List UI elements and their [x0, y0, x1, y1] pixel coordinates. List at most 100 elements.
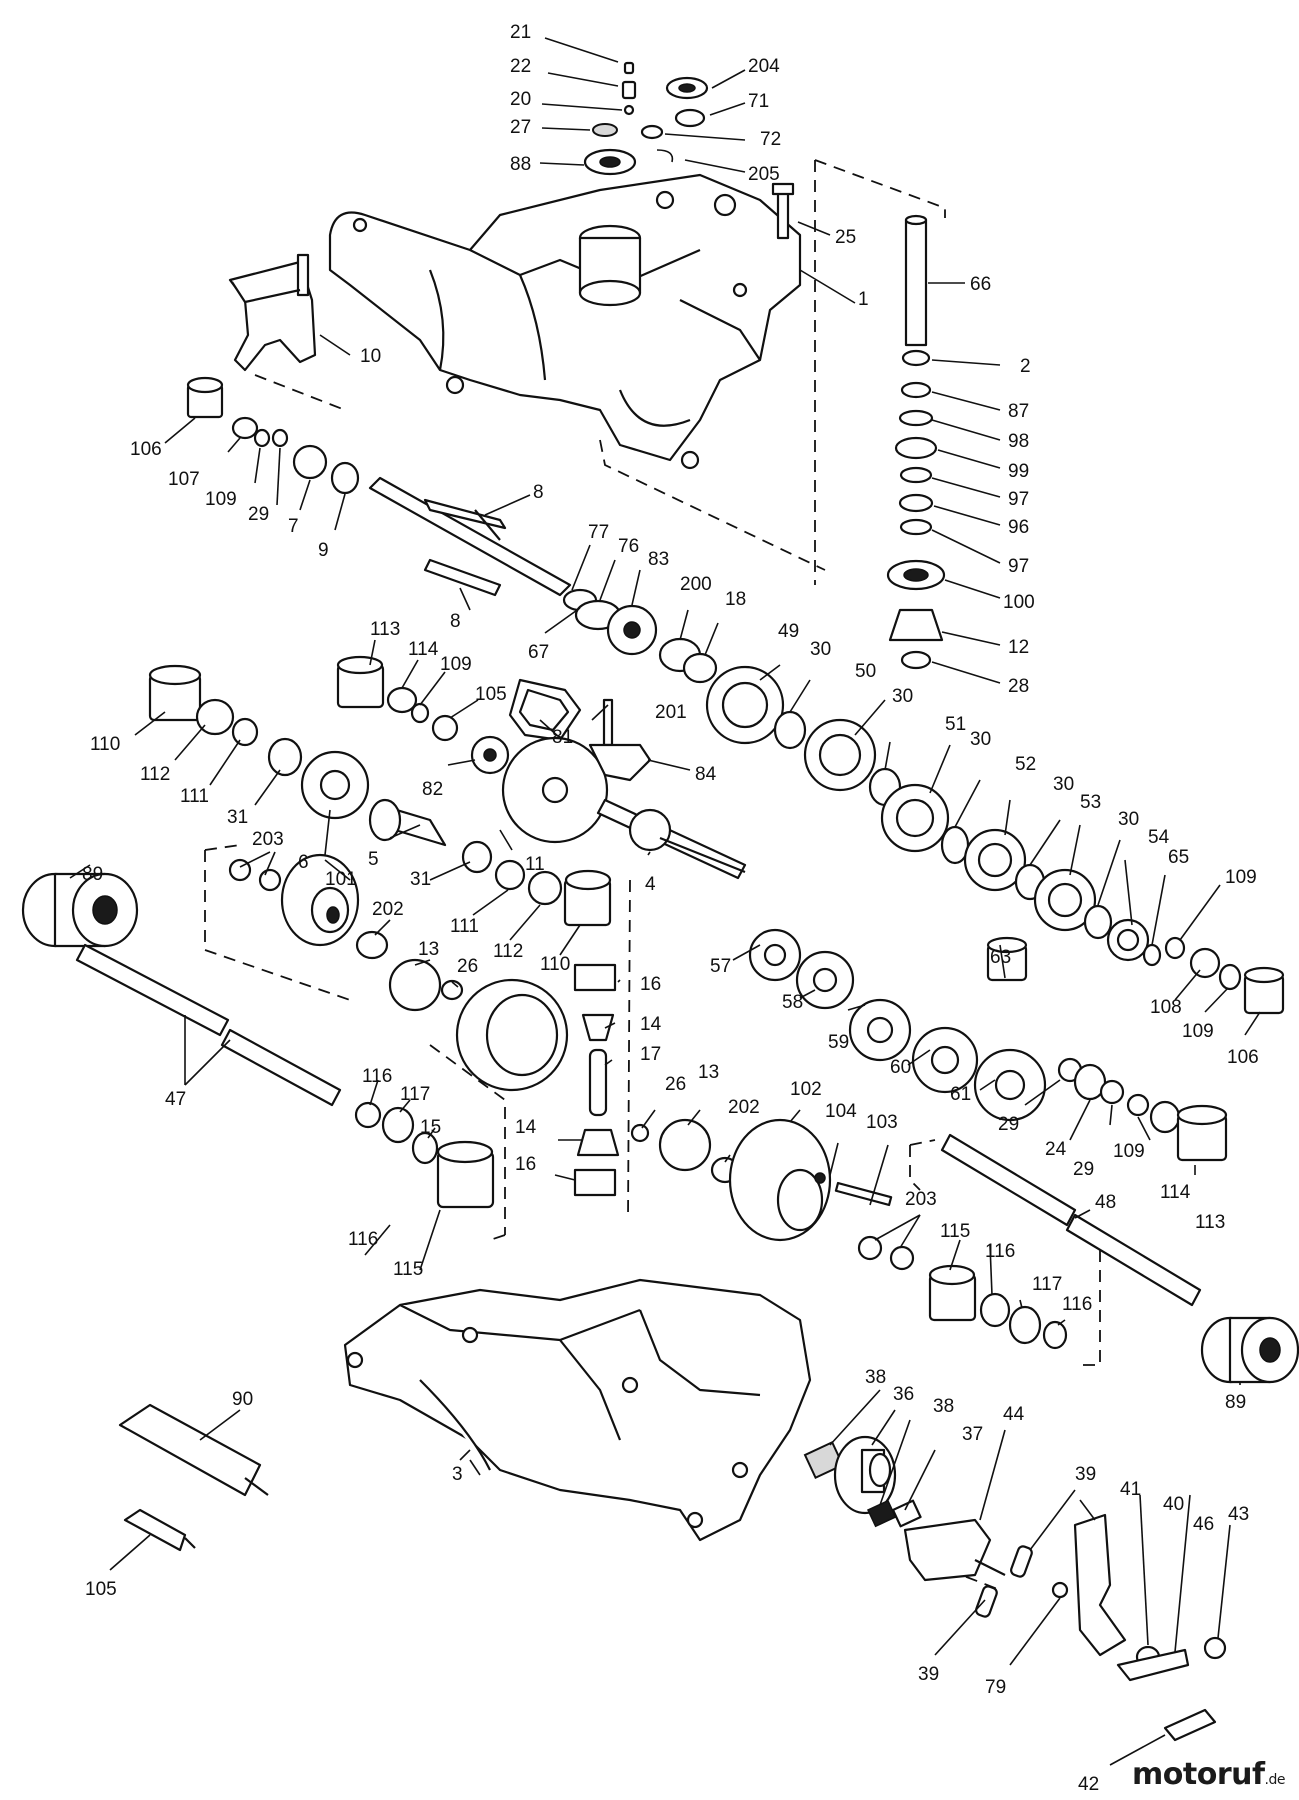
watermark-brand: motoruf	[1132, 1757, 1265, 1792]
upper-shift-shaft	[368, 476, 622, 631]
part-label: 49	[778, 621, 799, 642]
part-label: 113	[370, 619, 400, 640]
part-label: 21	[510, 22, 531, 43]
part-label: 15	[420, 1117, 441, 1138]
part-label: 200	[680, 574, 712, 595]
part-label: 16	[515, 1154, 536, 1175]
part-label: 117	[1032, 1274, 1062, 1295]
part-label: 22	[510, 56, 531, 77]
lower-housing-part-3	[343, 1278, 812, 1542]
right-bearings-lower	[1057, 1057, 1228, 1162]
part-label: 38	[933, 1396, 954, 1417]
right-axle-part-48	[928, 1133, 1299, 1384]
part-label: 50	[855, 661, 876, 682]
part-label: 52	[1015, 754, 1036, 775]
part-label: 58	[782, 992, 803, 1013]
vertical-shaft-stack	[886, 214, 946, 670]
part-label: 79	[985, 1677, 1006, 1698]
part-label: 201	[655, 702, 687, 723]
part-label: 114	[408, 639, 439, 660]
part-label: 11	[525, 854, 545, 875]
part-label: 203	[905, 1189, 937, 1210]
part-label: 30	[970, 729, 991, 750]
part-label: 29	[1073, 1159, 1094, 1180]
part-label: 61	[950, 1084, 971, 1105]
part-label: 6	[298, 852, 309, 873]
part-label: 82	[422, 779, 443, 800]
part-label: 89	[82, 864, 103, 885]
part-label: 84	[695, 764, 717, 785]
part-label: 104	[825, 1101, 857, 1122]
part-label: 109	[1182, 1021, 1214, 1042]
part-label: 116	[362, 1066, 392, 1087]
part-label: 203	[252, 829, 284, 850]
part-label: 89	[1225, 1392, 1246, 1413]
part-label: 116	[1062, 1294, 1092, 1315]
part-label: 113	[1195, 1212, 1225, 1233]
gear-cluster-49-54	[705, 665, 1162, 967]
part-label: 2	[1020, 356, 1031, 377]
part-label: 60	[890, 1057, 911, 1078]
part-label: 105	[475, 684, 507, 705]
part-label: 10	[360, 346, 381, 367]
middle-left-bearings	[148, 655, 459, 777]
part-label: 14	[515, 1117, 537, 1138]
part-label: 39	[918, 1664, 939, 1685]
part-label: 87	[1008, 401, 1029, 422]
part-label: 37	[962, 1424, 983, 1445]
part-label: 29	[998, 1114, 1019, 1135]
part-label: 30	[1118, 809, 1139, 830]
part-label: 7	[288, 516, 299, 537]
watermark-suffix: .de	[1264, 1772, 1286, 1788]
part-label: 31	[410, 869, 431, 890]
part-label: 51	[945, 714, 966, 735]
part-label: 99	[1008, 461, 1029, 482]
part-label: 202	[372, 899, 404, 920]
part-label: 31	[227, 807, 248, 828]
part-label: 112	[493, 941, 523, 962]
hub-101	[228, 853, 389, 960]
sealant-tube-part-90	[118, 1403, 269, 1552]
part-label: 65	[1168, 847, 1189, 868]
top-small-parts	[583, 61, 795, 240]
gear-6-and-5	[300, 750, 447, 847]
part-label: 48	[1095, 1192, 1116, 1213]
differential-right	[630, 1118, 915, 1271]
part-label: 8	[533, 482, 544, 503]
part-label: 39	[1075, 1464, 1096, 1485]
right-bearings-upper	[986, 936, 1285, 1015]
left-axle-part-47	[21, 872, 342, 1107]
chain-and-sprocket	[470, 678, 652, 844]
part-label: 44	[1003, 1404, 1025, 1425]
part-label: 115	[393, 1259, 423, 1280]
part-label: 3	[452, 1464, 463, 1485]
part-label: 111	[450, 916, 479, 937]
part-label: 29	[248, 504, 269, 525]
part-label: 9	[318, 540, 329, 561]
part-label: 66	[970, 274, 991, 295]
part-label: 8	[450, 611, 461, 632]
part-label: 63	[990, 947, 1011, 968]
leader-lines	[69, 37, 1261, 1766]
center-pinion-stack	[573, 963, 620, 1197]
part-label: 107	[168, 469, 200, 490]
part-label: 13	[418, 939, 439, 960]
part-label: 59	[828, 1032, 849, 1053]
gear-83-group	[606, 604, 718, 684]
part-label: 115	[940, 1221, 970, 1242]
part-label: 24	[1045, 1139, 1067, 1160]
part-label: 28	[1008, 676, 1029, 697]
part-label: 43	[1228, 1504, 1249, 1525]
part-label: 114	[1160, 1182, 1191, 1203]
part-label: 88	[510, 154, 531, 175]
part-label: 5	[368, 849, 379, 870]
part-label: 72	[760, 129, 781, 150]
part-label: 26	[665, 1074, 686, 1095]
part-label: 90	[232, 1389, 253, 1410]
part-label: 42	[1078, 1774, 1099, 1795]
part-label: 83	[648, 549, 669, 570]
part-label: 30	[1053, 774, 1074, 795]
part-label: 116	[985, 1241, 1015, 1262]
part-label: 205	[748, 164, 780, 185]
part-label: 110	[90, 734, 120, 755]
